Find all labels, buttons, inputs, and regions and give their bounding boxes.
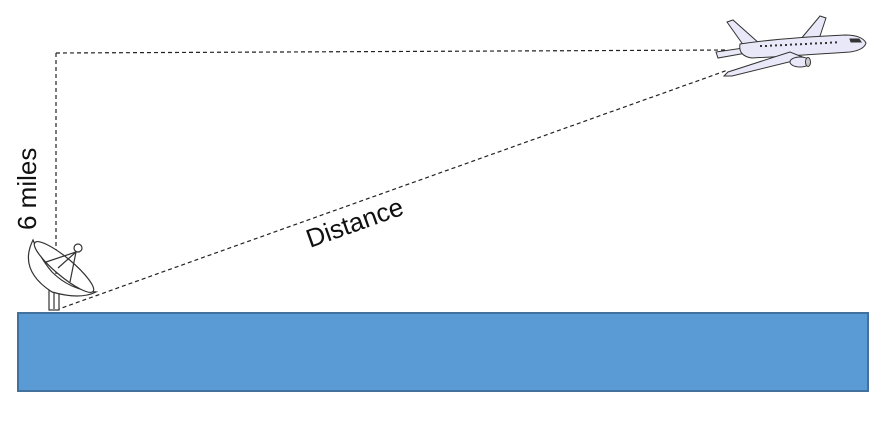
height-label: 6 miles	[12, 148, 42, 230]
plane-windows	[760, 41, 837, 47]
airplane-icon	[715, 15, 867, 77]
distance-line	[55, 69, 729, 311]
dish-feed	[73, 243, 83, 253]
ground-block	[17, 312, 869, 392]
top-horizontal-line	[55, 49, 729, 54]
dish-bowl	[27, 238, 99, 297]
satellite-dish-icon	[27, 238, 99, 311]
distance-label: Distance	[302, 191, 407, 253]
dish-rim	[33, 241, 95, 293]
plane-fuselage	[739, 34, 867, 59]
dashed-lines	[55, 49, 729, 311]
plane-cockpit	[849, 38, 862, 43]
